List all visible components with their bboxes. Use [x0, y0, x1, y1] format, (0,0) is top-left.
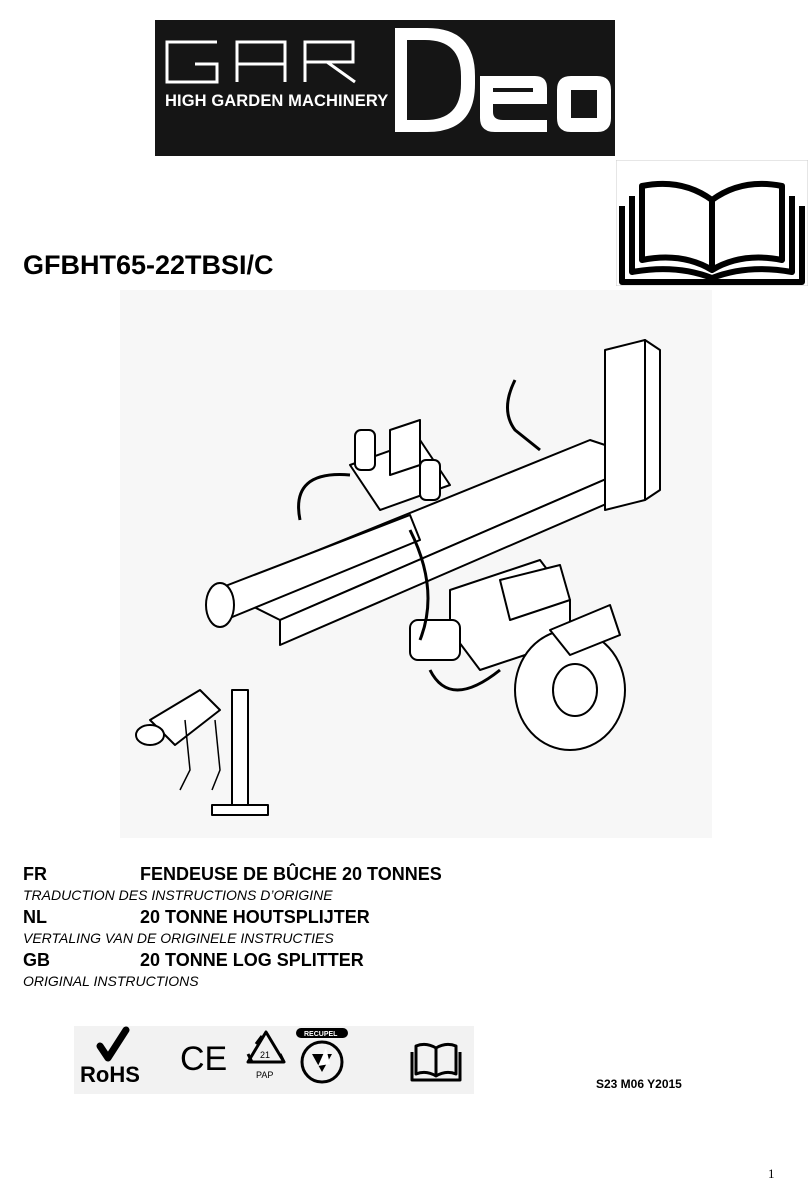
rohs-icon: RoHS — [80, 1026, 140, 1087]
page-number: 1 — [768, 1166, 775, 1181]
read-manual-icon — [410, 1042, 462, 1082]
recycle-label: PAP — [256, 1070, 273, 1080]
ce-text: CE — [180, 1040, 227, 1078]
lang-code-nl: NL — [23, 907, 47, 927]
recupel-icon: RECUPEL — [296, 1028, 348, 1084]
manual-book-icon — [616, 160, 808, 286]
log-splitter-illustration — [120, 290, 712, 838]
recycle-number: 21 — [260, 1050, 270, 1060]
lang-code-gb: GB — [23, 950, 50, 970]
recupel-text: RECUPEL — [304, 1031, 338, 1038]
rohs-text: RoHS — [80, 1062, 140, 1087]
ce-mark-icon: CE — [180, 1040, 227, 1078]
lang-subtitle-nl: VERTALING VAN DE ORIGINELE INSTRUCTIES — [23, 930, 334, 946]
lang-code-fr: FR — [23, 864, 47, 884]
lang-subtitle-gb: ORIGINAL INSTRUCTIONS — [23, 973, 199, 989]
gardeo-logo-icon — [155, 20, 611, 132]
lang-title-nl: 20 TONNE HOUTSPLIJTER — [140, 907, 370, 927]
lang-title-fr: FENDEUSE DE BÛCHE 20 TONNES — [140, 864, 442, 884]
recycle-icon: 21 PAP — [246, 1030, 286, 1080]
certification-logos: RoHS CE 21 PAP RECUPEL — [74, 1026, 474, 1094]
model-number: GFBHT65-22TBSI/C — [23, 250, 274, 280]
document-code: S23 M06 Y2015 — [596, 1077, 682, 1091]
lang-title-gb: 20 TONNE LOG SPLITTER — [140, 950, 364, 970]
brand-tagline: HIGH GARDEN MACHINERY — [165, 92, 389, 110]
lang-subtitle-fr: TRADUCTION DES INSTRUCTIONS D’ORIGINE — [23, 887, 333, 903]
brand-logo: HIGH GARDEN MACHINERY — [155, 20, 615, 156]
